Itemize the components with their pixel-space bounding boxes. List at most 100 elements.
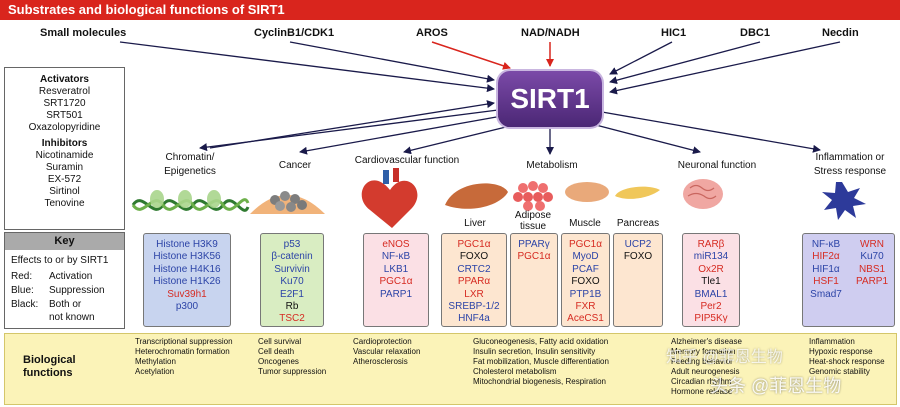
arrow-necdin: [609, 41, 841, 95]
function-neuronal-4: Circadian rhythm: [671, 377, 732, 386]
function-chromatin-0: Transcriptional suppression: [135, 337, 233, 346]
function-cancer-3: Tumor suppression: [258, 367, 327, 376]
arrow-cancer: [299, 115, 503, 155]
function-metabolism-1: Insulin secretion, Insulin sensitivity: [473, 347, 596, 356]
function-cardio-1: Vascular relaxation: [353, 347, 421, 356]
category-metabolism: Metabolism: [526, 160, 578, 171]
category-inflammation: Inflammation or Stress response: [802, 152, 898, 177]
target-muscle-0: PGC1α: [568, 239, 602, 250]
target-muscle-5: FXR: [575, 301, 596, 313]
key-subtitle: Effects to or by SIRT1: [11, 255, 109, 266]
category-chromatin-line1: Chromatin/: [165, 152, 215, 163]
key-black-text-2: not known: [49, 312, 95, 323]
target-cancer-2: Survivin: [274, 263, 310, 275]
modulators-box: Activators Resveratrol SRT1720 SRT501 Ox…: [4, 67, 125, 230]
target-cancer-6: TSC2: [279, 313, 305, 325]
arrow-cardio: [403, 125, 511, 155]
function-chromatin-2: Methylation: [135, 357, 176, 366]
category-chromatin: Chromatin/ Epigenetics: [150, 152, 230, 177]
target-cardio-1: NF-κB: [381, 251, 411, 263]
category-inflammation-line1: Inflammation or: [815, 152, 885, 163]
target-liver-4: LXR: [464, 288, 484, 300]
target-inflammation-left-2: HIF1α: [812, 263, 840, 275]
target-chromatin-0: Histone H3K9: [156, 239, 218, 250]
target-pancreas-0: UCP2: [624, 239, 652, 250]
pancreas-icon: [615, 186, 660, 199]
sirt1-node: SIRT1: [498, 71, 602, 127]
target-cancer-5: Rb: [285, 301, 299, 313]
biological-functions-panel: Biological functions Transcriptional sup…: [4, 333, 897, 405]
function-cardio-2: Atherosclerosis: [353, 357, 408, 366]
subcategory-adipose-line2: tissue: [519, 221, 547, 232]
function-inflammation-2: Heat-shock response: [809, 357, 885, 366]
function-inflammation-0: Inflammation: [809, 337, 855, 346]
target-neuronal-6: PIP5Kγ: [694, 313, 728, 325]
arrow-dbc1: [609, 41, 761, 85]
category-inflammation-line2: Stress response: [813, 166, 887, 177]
function-cardio-0: Cardioprotection: [353, 337, 412, 346]
target-inflammation-left-3: HSF1: [813, 276, 839, 288]
arrow-hic1: [609, 41, 673, 75]
activator-item: Oxazolopyridine: [28, 122, 101, 133]
function-neuronal-2: Feeding behavior: [671, 357, 733, 366]
watermark-toutiao: 头条 @菲恩生物: [710, 376, 842, 396]
target-liver-3: PPARα: [457, 276, 491, 288]
subcategory-liver: Liver: [464, 218, 486, 229]
arrow-chromatin: [199, 109, 499, 152]
tumor-icon: [250, 191, 325, 214]
page-title: Substrates and biological functions of S…: [8, 2, 285, 17]
target-cancer-4: E2F1: [280, 288, 304, 300]
stress-burst-icon: [822, 182, 866, 220]
input-hic1: HIC1: [661, 27, 687, 39]
arrow-cyclin: [289, 41, 495, 83]
key-black-text-1: Both or: [49, 299, 82, 310]
inhibitors-title: Inhibitors: [41, 138, 88, 149]
input-necdin: Necdin: [822, 27, 859, 39]
liver-icon: [445, 183, 508, 209]
arrow-neuronal: [591, 123, 701, 155]
activator-item: Resveratrol: [38, 86, 91, 97]
biological-functions-title: Biological functions: [23, 354, 76, 380]
key-blue-label: Blue:: [11, 285, 34, 296]
target-pancreas-1: FOXO: [623, 251, 653, 263]
arrow-inflammation: [601, 111, 821, 153]
target-cardio-2: LKB1: [383, 263, 409, 275]
function-cancer-2: Oncogenes: [258, 357, 299, 366]
target-neuronal-4: BMAL1: [694, 288, 728, 300]
subcategory-adipose-line1: Adipose: [514, 210, 552, 221]
target-neuronal-5: Per2: [700, 301, 722, 313]
adipose-icon: [513, 181, 553, 211]
key-red-text: Activation: [49, 271, 93, 282]
muscle-icon: [565, 182, 609, 202]
dna-icon: [131, 190, 250, 212]
target-inflammation-left-0: NF-κB: [811, 239, 841, 250]
target-cancer-3: Ku70: [280, 276, 304, 288]
input-small-molecules: Small molecules: [40, 27, 127, 39]
target-muscle-2: PCAF: [572, 263, 599, 275]
function-neuronal-0: Alzheimer's disease: [671, 337, 742, 346]
target-chromatin-4: Suv39h1: [167, 288, 207, 300]
key-black-label: Black:: [11, 299, 39, 310]
function-cancer-1: Cell death: [258, 347, 295, 356]
inhibitor-item: Tenovine: [44, 198, 85, 209]
target-muscle-6: AceCS1: [567, 313, 604, 325]
function-inflammation-3: Genomic stability: [809, 367, 870, 376]
activator-item: SRT1720: [43, 98, 86, 109]
activator-item: SRT501: [46, 110, 83, 121]
title-bar: [0, 0, 900, 20]
target-liver-0: PGC1α: [457, 239, 491, 250]
target-muscle-3: FOXO: [571, 276, 600, 288]
subcategory-adipose: Adipose tissue: [508, 210, 558, 232]
input-cyclin: CyclinB1/CDK1: [254, 27, 335, 39]
